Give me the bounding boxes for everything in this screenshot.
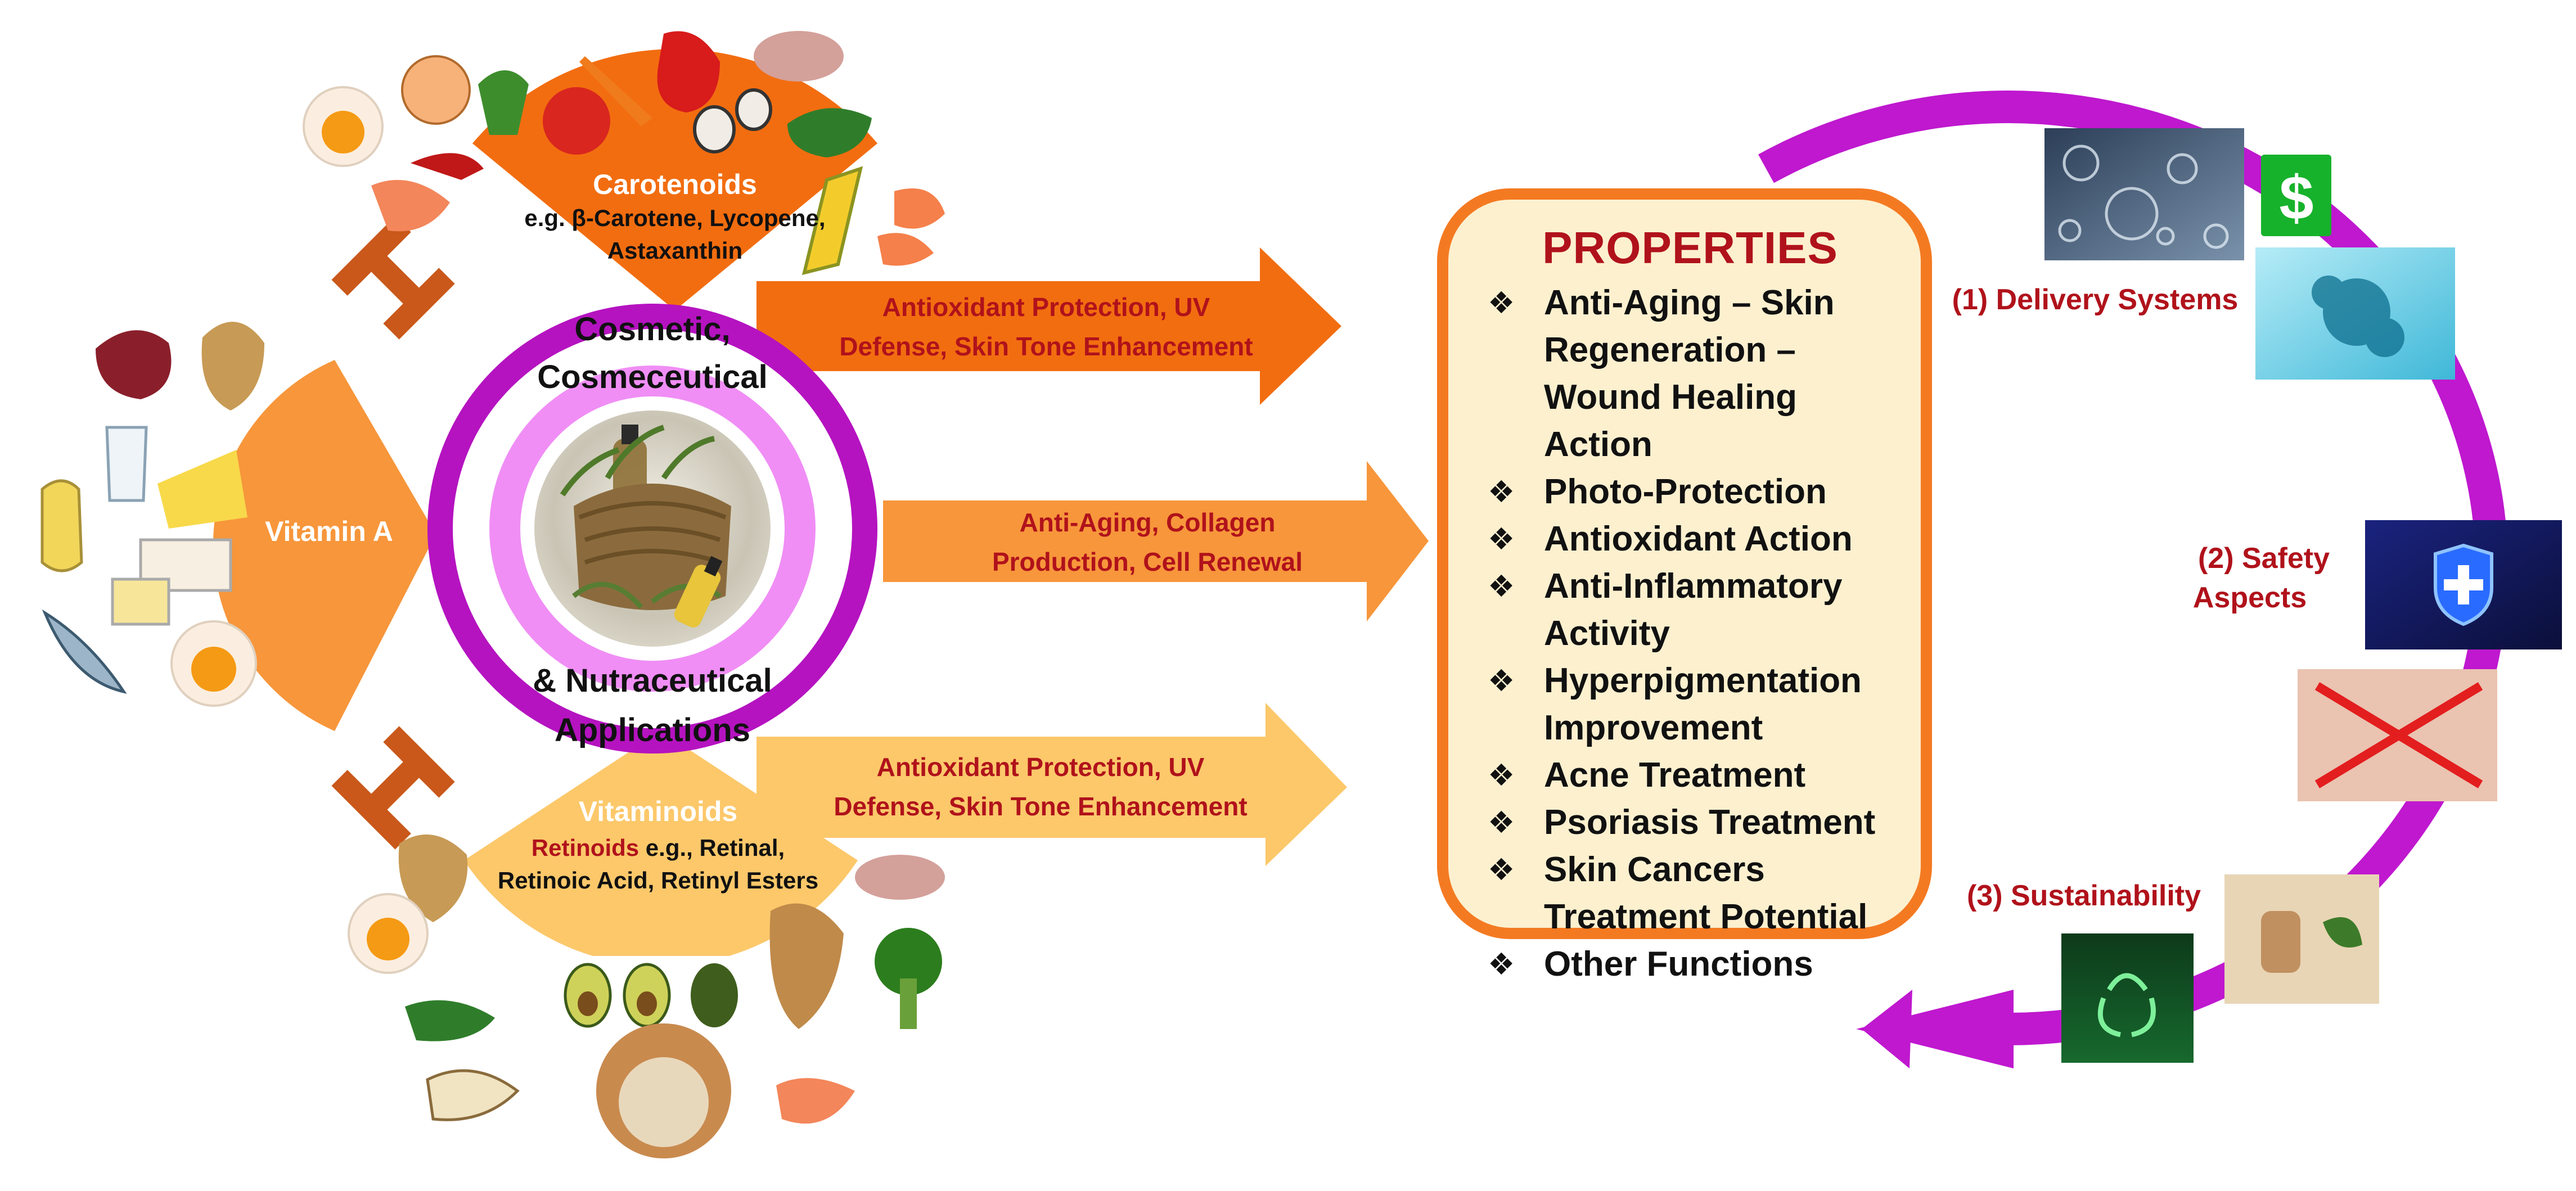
vitaminoids-sector bbox=[464, 731, 858, 966]
bullet-icon: ❖ bbox=[1488, 569, 1515, 604]
dollar-badge bbox=[2261, 155, 2331, 236]
recycle-icon bbox=[2097, 973, 2156, 1037]
bullet-icon: ❖ bbox=[1488, 521, 1515, 557]
carotenoids-title: Carotenoids bbox=[593, 169, 757, 200]
property-item: ❖ Anti-Aging – Skin Regeneration – Wound … bbox=[1488, 279, 1893, 468]
property-item: ❖ Anti-Inflammatory Activity bbox=[1488, 563, 1893, 657]
dollar-symbol: $ bbox=[2279, 164, 2313, 233]
tee-connector-top bbox=[331, 216, 455, 340]
property-item: ❖ Hyperpigmentation Improvement bbox=[1488, 657, 1893, 752]
cosmetics-bottle bbox=[2261, 911, 2300, 973]
properties-title: PROPERTIES bbox=[1542, 223, 1838, 273]
vitaminoids-title: Vitaminoids bbox=[579, 796, 737, 827]
carotenoids-example-line-1: e.g. β-Carotene, Lycopene, bbox=[524, 205, 825, 231]
carotenoids-example-line-2: Astaxanthin bbox=[607, 237, 742, 264]
tee-connector-bottom bbox=[331, 726, 455, 850]
bullet-icon: ❖ bbox=[1488, 285, 1515, 321]
center-subtitle-line-1: & Nutraceutical bbox=[533, 662, 772, 699]
property-item: ❖ Skin Cancers Treatment Potential bbox=[1488, 846, 1893, 941]
property-item: ❖ Antioxidant Action bbox=[1488, 516, 1893, 563]
property-label: Antioxidant Action bbox=[1544, 520, 1853, 558]
arrow-bottom bbox=[756, 703, 1347, 866]
property-label: Anti-Aging – Skin Regeneration – Wound H… bbox=[1544, 283, 1835, 464]
arrow-middle bbox=[883, 461, 1429, 621]
bubbles-texture bbox=[2058, 145, 2229, 249]
center-title-line-2: Cosmeceutical bbox=[537, 359, 767, 395]
properties-panel: PROPERTIES ❖ Anti-Aging – Skin Regenerati… bbox=[1437, 188, 1932, 984]
center-title-line-1: Cosmetic, bbox=[574, 311, 730, 348]
shield-cross bbox=[2444, 565, 2483, 604]
property-label: Acne Treatment bbox=[1544, 756, 1806, 795]
property-item: ❖ Other Functions bbox=[1488, 941, 1893, 988]
property-item: ❖ Psoriasis Treatment bbox=[1488, 799, 1893, 846]
property-item: ❖ Acne Treatment bbox=[1488, 752, 1893, 799]
delivery-systems-label: (1) Delivery Systems bbox=[1952, 283, 2239, 316]
property-label: Skin Cancers Treatment Potential bbox=[1544, 850, 1868, 936]
food-illustrations-vitamin-a bbox=[40, 322, 264, 707]
properties-list: ❖ Anti-Aging – Skin Regeneration – Wound … bbox=[1488, 279, 1893, 988]
arrow-middle-label-line-1: Anti-Aging, Collagen bbox=[1020, 508, 1276, 537]
leaf-decoration bbox=[2323, 917, 2362, 948]
bullet-icon: ❖ bbox=[1488, 757, 1515, 793]
cycle-arrow-head-notch bbox=[1862, 990, 1912, 1068]
retinoids-examples: e.g., Retinal, bbox=[639, 834, 785, 861]
vitamin-a-title: Vitamin A bbox=[265, 516, 393, 547]
bullet-icon: ❖ bbox=[1488, 663, 1515, 698]
property-label: Other Functions bbox=[1544, 945, 1813, 984]
safety-label-line-2: Aspects bbox=[2193, 581, 2307, 614]
safety-label-line-1: (2) Safety bbox=[2198, 542, 2330, 575]
arrow-top bbox=[756, 247, 1341, 405]
property-label: Psoriasis Treatment bbox=[1544, 803, 1876, 842]
retinoids-word: Retinoids bbox=[532, 834, 639, 861]
food-illustrations-vitaminoids bbox=[348, 834, 945, 1158]
arrow-top-label-line-2: Defense, Skin Tone Enhancement bbox=[839, 332, 1253, 361]
vitaminoids-example-line-2: Retinoic Acid, Retinyl Esters bbox=[498, 867, 818, 894]
vitaminoids-example-line-1: Retinoids e.g., Retinal, bbox=[532, 834, 785, 861]
bullet-icon: ❖ bbox=[1488, 805, 1515, 840]
arrow-bottom-label-line-2: Defense, Skin Tone Enhancement bbox=[834, 792, 1247, 821]
herbs-illustration bbox=[560, 425, 731, 628]
arrow-bottom-label-line-1: Antioxidant Protection, UV bbox=[877, 752, 1205, 782]
bullet-icon: ❖ bbox=[1488, 474, 1515, 509]
cycle-arrow-head bbox=[1856, 990, 2014, 1068]
property-label: Anti-Inflammatory Activity bbox=[1544, 567, 1843, 653]
sustainability-photo-recycle bbox=[2061, 933, 2194, 1063]
arrow-middle-label-line-2: Production, Cell Renewal bbox=[992, 547, 1303, 576]
property-item: ❖ Photo-Protection bbox=[1488, 468, 1893, 516]
microscopy-texture bbox=[2312, 276, 2404, 357]
arrow-top-label-line-1: Antioxidant Protection, UV bbox=[882, 292, 1210, 322]
property-label: Hyperpigmentation Improvement bbox=[1544, 661, 1862, 747]
bullet-icon: ❖ bbox=[1488, 852, 1515, 887]
sustainability-label: (3) Sustainability bbox=[1967, 879, 2201, 912]
skin-crossed-out bbox=[2314, 682, 2483, 788]
food-illustrations-carotenoids bbox=[303, 31, 945, 276]
bullet-icon: ❖ bbox=[1488, 946, 1515, 982]
center-subtitle-line-2: Applications bbox=[555, 712, 750, 748]
vitamin-a-sector bbox=[213, 360, 436, 731]
property-label: Photo-Protection bbox=[1544, 472, 1827, 511]
